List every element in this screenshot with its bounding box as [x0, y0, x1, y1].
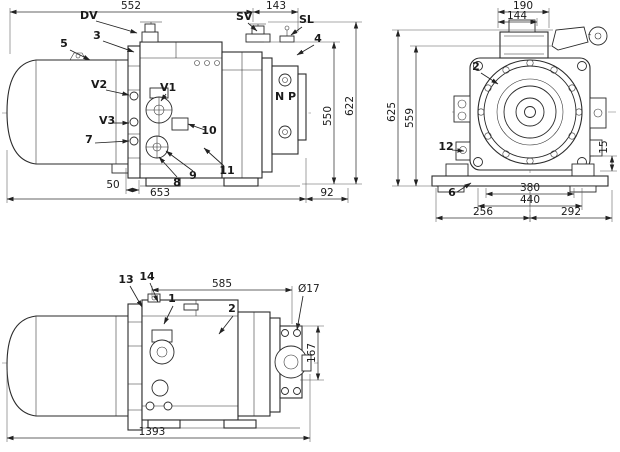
dim-625-label: 625 — [386, 102, 398, 122]
dim-190: 190 — [497, 0, 550, 28]
front-view: 190 144 625 559 15 380 — [386, 0, 617, 222]
end-flange — [274, 325, 312, 399]
front-base — [431, 163, 609, 193]
oil-separator-tank — [6, 52, 139, 174]
dim-92: 92 — [305, 187, 349, 203]
dim-92-label: 92 — [320, 187, 333, 199]
dim-167: 167 — [290, 325, 324, 381]
dim-552-label: 552 — [121, 0, 141, 12]
callout-2-bottom: 2 — [228, 302, 236, 315]
dim-o17-label: Ø17 — [298, 283, 320, 295]
dim-552: 552 — [9, 0, 254, 54]
valve-cluster — [129, 87, 189, 159]
dim-559-label: 559 — [404, 108, 416, 128]
dim-1393: 1393 — [6, 370, 311, 442]
dim-144-label: 144 — [507, 10, 527, 22]
callout-8: 8 — [173, 176, 181, 189]
dim-653-label: 653 — [150, 187, 170, 199]
dim-50: 50 — [106, 168, 140, 194]
dim-622-label: 622 — [344, 96, 356, 116]
dim-o17: Ø17 — [295, 283, 320, 331]
dim-15-label: 15 — [598, 140, 610, 153]
discharge-valve-dv — [140, 21, 162, 43]
dim-550: 550 — [264, 41, 362, 185]
mounting-feet — [140, 177, 300, 187]
dim-1393-label: 1393 — [139, 426, 166, 438]
compressor-section-2 — [237, 311, 281, 417]
dim-292-label: 292 — [561, 206, 581, 218]
callout-7: 7 — [85, 133, 93, 146]
port-sl-label: SL — [299, 13, 314, 26]
callout-2-front: 2 — [472, 60, 480, 73]
side-fittings — [453, 95, 607, 161]
bolt-circle — [477, 59, 583, 165]
callout-10: 10 — [201, 124, 217, 137]
callout-6: 6 — [448, 186, 456, 199]
suction-flange — [127, 45, 141, 179]
callout-11: 11 — [219, 164, 234, 177]
mounting-feet-2 — [142, 419, 300, 429]
callout-4: 4 — [314, 32, 322, 45]
dim-550-label: 550 — [322, 106, 334, 126]
flange-plate-2 — [127, 303, 143, 431]
motor-housing-2 — [141, 293, 239, 421]
side-view-callouts: DV SV SL 3 5 V2 V1 V3 7 8 9 10 1 — [60, 9, 322, 189]
dim-256-label: 256 — [473, 206, 493, 218]
dim-15: 15 — [594, 140, 617, 172]
callout-14: 14 — [139, 270, 155, 283]
dim-143-label: 143 — [266, 0, 286, 12]
sl-valve-front — [551, 26, 608, 51]
callout-13: 13 — [118, 273, 133, 286]
port-v1-label: V1 — [160, 81, 176, 94]
rotor-face — [477, 59, 583, 165]
dim-380-label: 380 — [520, 182, 540, 194]
port-np-label: N P — [275, 90, 296, 103]
bottom-view-callouts: 13 14 1 2 — [118, 270, 236, 335]
port-sv-label: SV — [236, 10, 253, 23]
bottom-side-view: 585 Ø17 167 1393 13 14 1 2 — [2, 270, 324, 442]
port-dv-label: DV — [80, 9, 98, 22]
dim-292: 292 — [529, 190, 613, 222]
dim-167-label: 167 — [306, 343, 318, 363]
dim-559: 559 — [404, 45, 551, 187]
callout-9: 9 — [189, 169, 197, 182]
dim-653: 653 — [6, 150, 307, 203]
callout-1: 1 — [168, 292, 176, 305]
oil-separator-tank-2 — [6, 315, 131, 417]
compressor-section — [221, 51, 307, 179]
callout-5: 5 — [60, 37, 68, 50]
dim-50-label: 50 — [106, 179, 119, 191]
port-v3-label: V3 — [99, 114, 115, 127]
callout-12: 12 — [438, 140, 453, 153]
callout-3: 3 — [93, 29, 101, 42]
side-view: 552 143 550 622 50 653 — [2, 0, 362, 203]
dim-143: 143 — [252, 0, 299, 32]
dim-585-label: 585 — [212, 278, 232, 290]
dim-144: 144 — [497, 10, 538, 26]
front-view-callouts: 2 12 6 — [438, 60, 499, 199]
port-v2-label: V2 — [91, 78, 107, 91]
dim-190-label: 190 — [513, 0, 533, 12]
dim-622: 622 — [268, 21, 362, 185]
